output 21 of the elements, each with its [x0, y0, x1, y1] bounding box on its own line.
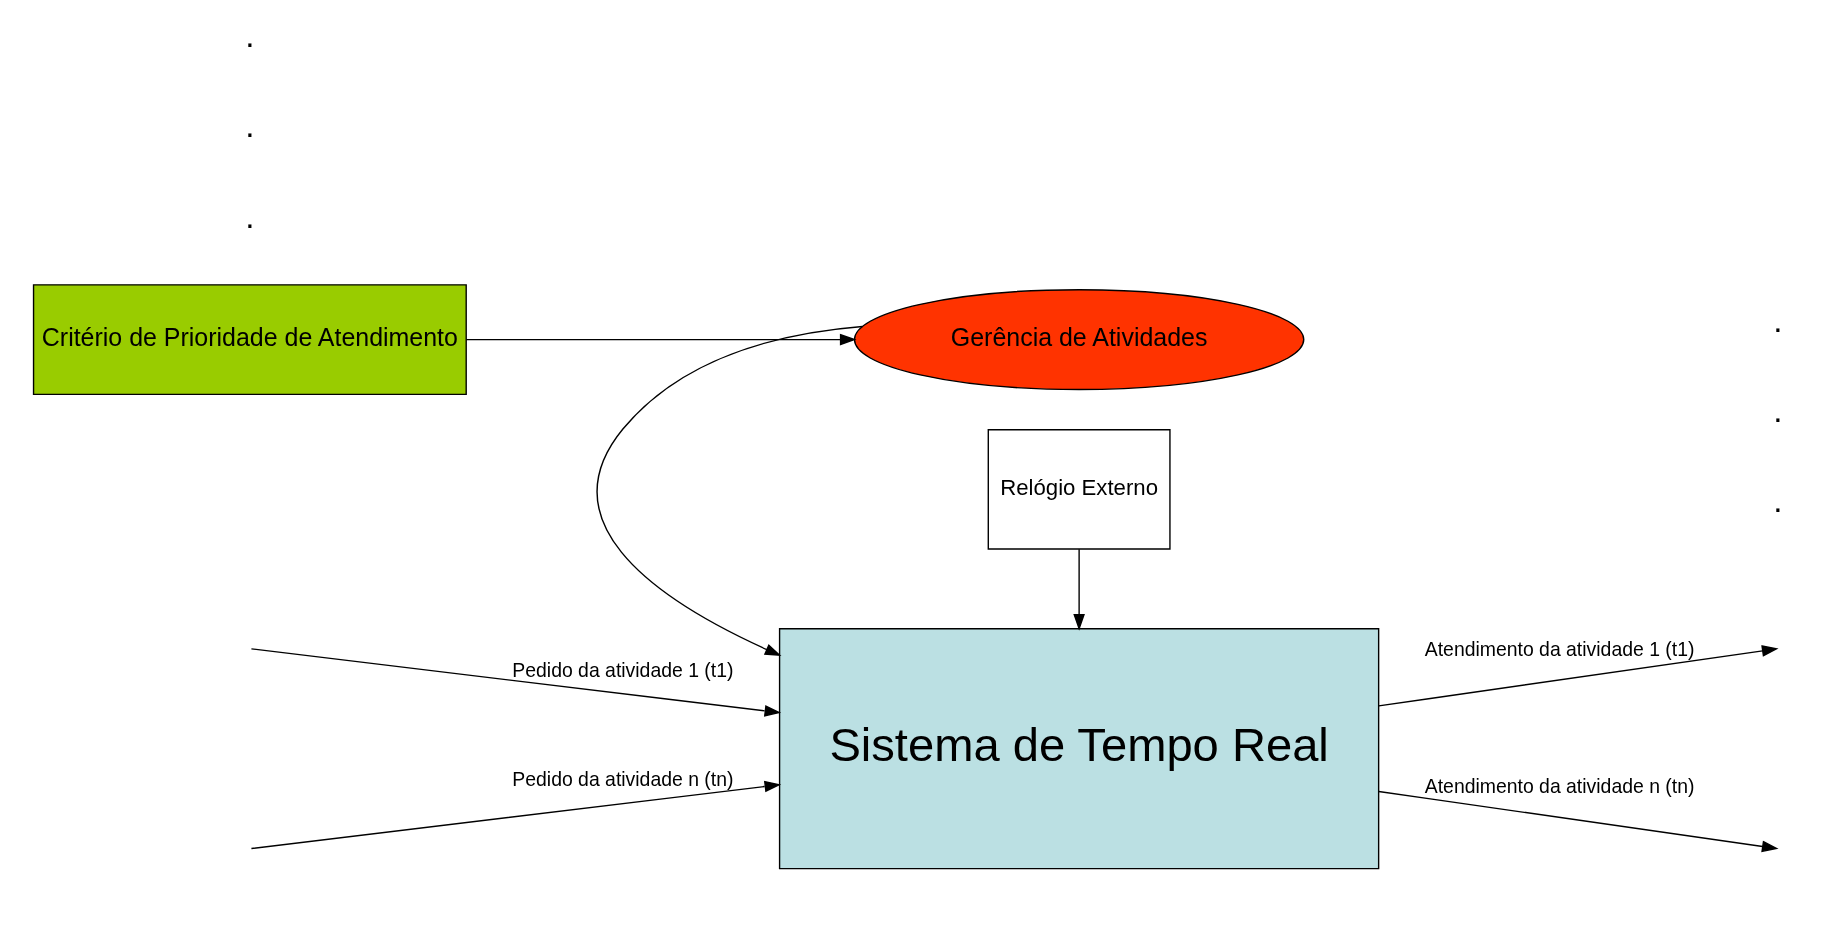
label: .	[1772, 391, 1783, 429]
label: .	[244, 107, 254, 145]
arrow	[465, 333, 857, 346]
edge-label: Pedido da atividade 1 (t1)	[511, 658, 733, 681]
node-ellipse: Gerência de Atividades	[853, 289, 1304, 391]
label: .	[1772, 301, 1783, 339]
arrow	[595, 325, 863, 657]
label: .	[1772, 481, 1783, 519]
arrow	[250, 780, 781, 850]
edge-label: Atendimento da atividade 1 (t1)	[1424, 638, 1694, 661]
label: .	[244, 197, 254, 235]
node-box: Sistema de Tempo Real	[778, 628, 1379, 870]
label: .	[244, 17, 254, 55]
edge-label: Pedido da atividade n (tn)	[511, 768, 733, 791]
arrow	[1072, 548, 1085, 631]
arrow	[1377, 645, 1779, 707]
edge-label: Atendimento da atividade n (tn)	[1424, 775, 1694, 798]
arrow	[1377, 790, 1779, 853]
node-box: Relógio Externo	[987, 429, 1171, 550]
node-box: Critério de Prioridade de Atendimento	[32, 284, 467, 396]
arrow	[250, 648, 781, 717]
